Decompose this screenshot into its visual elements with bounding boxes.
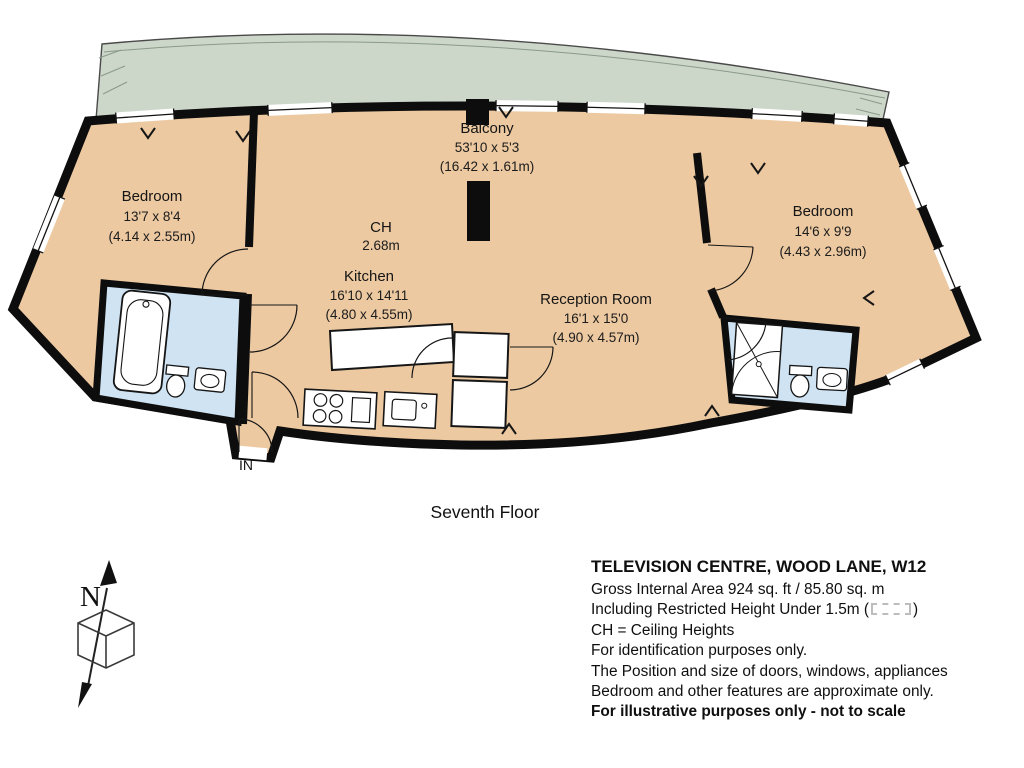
restricted-height-close: ): [913, 601, 919, 619]
reception-metric: (4.90 x 4.57m): [552, 330, 639, 345]
property-title: TELEVISION CENTRE, WOOD LANE, W12: [591, 557, 927, 576]
ceiling-height-label: CH: [370, 219, 392, 236]
window: [832, 113, 870, 127]
kitchen-label: Kitchen: [344, 268, 394, 285]
window: [898, 162, 928, 210]
window: [115, 108, 175, 124]
window: [933, 244, 961, 292]
wall-pillar-bottom: [467, 181, 490, 241]
compass: N: [77, 560, 135, 708]
kitchen-sink-icon: [382, 390, 438, 430]
bedroom-right-label: Bedroom: [793, 203, 854, 220]
room-labels: Balcony 53'10 x 5'3 (16.42 x 1.61m) Bedr…: [108, 120, 866, 473]
wall-pillar-top: [466, 99, 489, 125]
sink-icon: [815, 366, 849, 392]
sink-icon: [193, 367, 227, 393]
bathtub-icon: [112, 289, 172, 395]
bedroom-left-imperial: 13'7 x 8'4: [124, 209, 181, 224]
compass-tail-icon: [78, 682, 92, 708]
balcony-label: Balcony: [460, 120, 514, 137]
balcony-metric: (16.42 x 1.61m): [440, 159, 535, 174]
disclaimer-line-1: The Position and size of doors, windows,…: [591, 662, 948, 680]
closet: [450, 331, 510, 429]
door-hall-lower: [251, 371, 299, 419]
stove-icon: [302, 388, 378, 430]
reception-imperial: 16'1 x 15'0: [564, 311, 628, 326]
compass-needle: [87, 587, 108, 687]
disclaimer-line-2: Bedroom and other features are approxima…: [591, 683, 934, 701]
window: [884, 358, 926, 386]
reception-label: Reception Room: [540, 291, 652, 308]
info-block: TELEVISION CENTRE, WOOD LANE, W12 Gross …: [591, 556, 1023, 723]
ceiling-height-value: 2.68m: [362, 238, 400, 253]
toilet-icon: [788, 364, 813, 398]
kitchen-imperial: 16'10 x 14'11: [330, 288, 408, 303]
bedroom-left-metric: (4.14 x 2.55m): [108, 229, 195, 244]
entrance-label: IN: [239, 457, 253, 473]
compass-cube-icon: [77, 609, 135, 669]
identification-note: For identification purposes only.: [591, 642, 808, 660]
doors: [201, 244, 767, 453]
wall-bedroom-right-top: [693, 152, 711, 244]
bedroom-right-metric: (4.43 x 2.96m): [779, 244, 866, 259]
ceiling-heights-note: CH = Ceiling Heights: [591, 621, 735, 639]
wall-bedroom-right-bottom: [707, 287, 727, 319]
door-bedroom-left: [201, 248, 249, 296]
not-to-scale-note: For illustrative purposes only - not to …: [591, 703, 906, 721]
balcony-railing: [103, 41, 886, 99]
wall-bedroom-left: [245, 111, 258, 248]
balcony-end-hatching: [98, 49, 883, 116]
floor-title: Seventh Floor: [430, 502, 540, 522]
restricted-height-line: Including Restricted Height Under 1.5m (…: [591, 600, 1023, 620]
compass-north-label: N: [80, 581, 101, 613]
kitchen-island: [328, 322, 456, 372]
door-closet: [411, 337, 453, 379]
entrance-gap: [238, 445, 268, 461]
door-bedroom-right: [707, 244, 754, 292]
kitchen-metric: (4.80 x 4.55m): [325, 307, 412, 322]
restricted-height-text: Including Restricted Height Under 1.5m (: [591, 601, 870, 619]
shower-icon: [730, 321, 784, 399]
wall-hall-left: [239, 293, 252, 425]
door-entrance: [238, 418, 273, 453]
gross-area-line: Gross Internal Area 924 sq. ft / 85.80 s…: [591, 581, 885, 598]
floorplan: Balcony 53'10 x 5'3 (16.42 x 1.61m) Bedr…: [7, 33, 982, 473]
window: [267, 102, 333, 116]
window: [586, 101, 646, 115]
window: [751, 108, 803, 122]
door-hall-upper: [249, 304, 298, 353]
door-bathroom-right: [723, 317, 767, 361]
restricted-height-symbol: [871, 603, 912, 616]
window: [495, 100, 559, 112]
wall-chevrons: [140, 106, 875, 435]
bedroom-left-label: Bedroom: [122, 188, 183, 205]
balcony-imperial: 53'10 x 5'3: [455, 140, 519, 155]
door-reception: [509, 346, 554, 391]
compass-arrowhead-icon: [100, 560, 117, 586]
toilet-icon: [165, 364, 190, 398]
window: [32, 194, 66, 254]
bedroom-right-imperial: 14'6 x 9'9: [795, 224, 852, 239]
interior-walls: [239, 111, 727, 425]
